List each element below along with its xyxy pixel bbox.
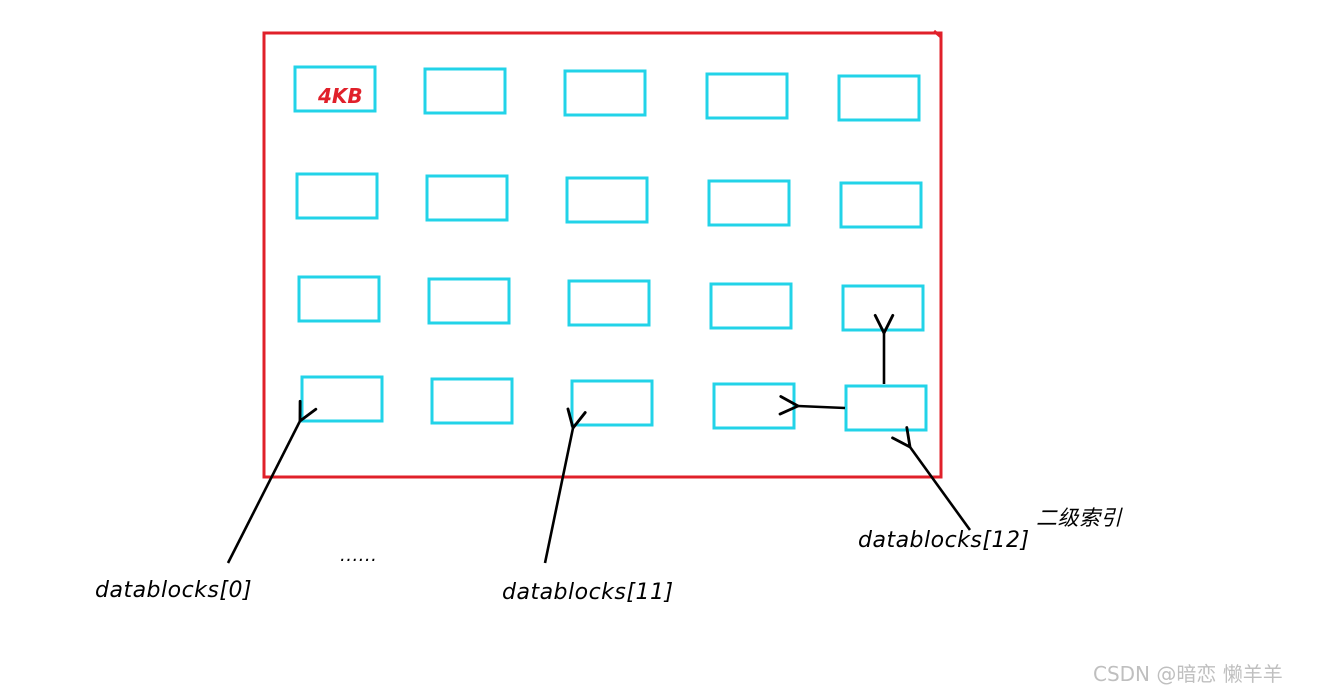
arrow-datablocks-0: [226, 399, 318, 564]
index-block: [844, 384, 928, 432]
data-block: [423, 67, 507, 115]
data-block: [563, 69, 647, 117]
data-block: [839, 181, 923, 229]
data-block: [570, 379, 654, 427]
data-block: [425, 174, 509, 222]
data-block: [300, 375, 384, 423]
data-block: [565, 176, 649, 224]
datablocks-11-label: datablocks[11]: [502, 580, 674, 605]
data-block: [707, 179, 791, 227]
watermark: CSDN @暗恋 懒羊羊: [1093, 662, 1283, 686]
data-block: [837, 74, 921, 122]
storage-area-border: [262, 31, 943, 479]
data-block: [430, 377, 514, 425]
data-block: [427, 277, 511, 325]
storage-area-corner-tick: [933, 29, 942, 39]
arrow-datablocks-12: [891, 426, 972, 531]
data-block: [841, 284, 925, 332]
data-block: [712, 382, 796, 430]
data-block: [709, 282, 793, 330]
block-size-label: 4KB: [318, 84, 363, 108]
datablocks-0-label: datablocks[0]: [95, 578, 253, 603]
data-block: [567, 279, 651, 327]
data-block: [705, 72, 789, 120]
ellipsis-label: ......: [340, 545, 378, 566]
arrow-datablocks-11: [543, 407, 587, 564]
arrow-index-to-left-block: [778, 395, 846, 416]
data-block: [297, 275, 381, 323]
second-level-index-label: 二级索引: [1036, 506, 1122, 530]
data-block: [293, 65, 377, 113]
data-block: [295, 172, 379, 220]
datablocks-12-label: datablocks[12]: [858, 528, 1030, 553]
